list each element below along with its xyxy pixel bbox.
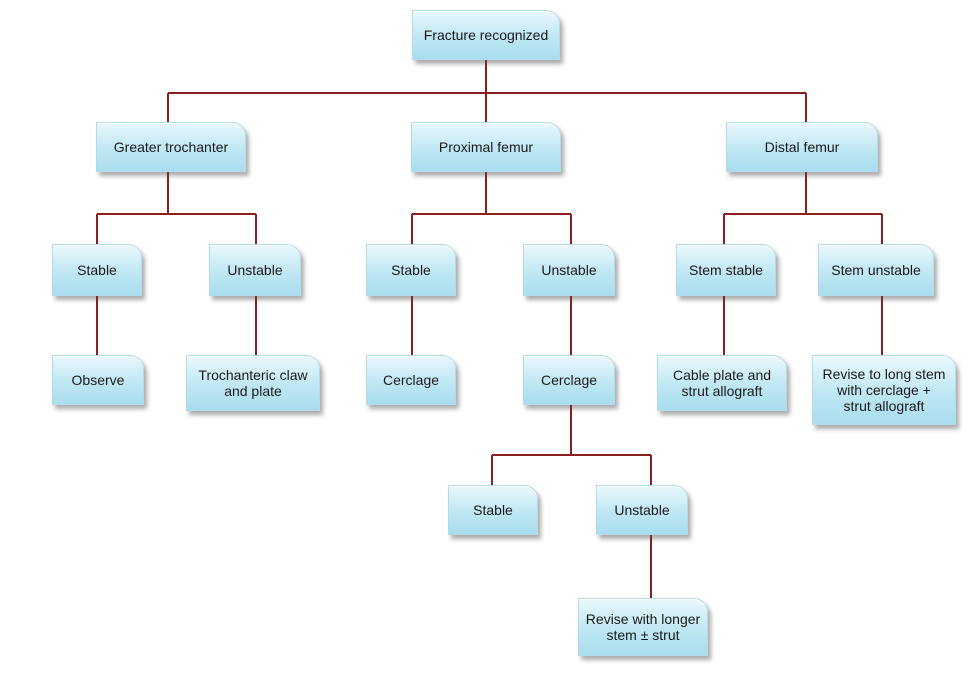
node-cable-plate: Cable plate and strut allograft [657, 355, 787, 411]
node-pf-stable: Stable [366, 244, 456, 296]
node-label: Revise with longer stem ± strut [585, 611, 701, 643]
node-label: Unstable [614, 502, 670, 518]
node-label: Distal femur [764, 139, 840, 155]
node-label: Revise to long stem with cerclage + stru… [822, 366, 946, 414]
node-cerclage-stable: Stable [448, 485, 538, 535]
node-df-stem-unstable: Stem unstable [818, 244, 934, 296]
node-revise-longer-stem: Revise with longer stem ± strut [578, 598, 708, 656]
node-label: Observe [71, 372, 125, 388]
node-cerclage-unstable: Unstable [596, 485, 688, 535]
node-label: Cable plate and strut allograft [672, 367, 772, 399]
node-label: Fracture recognized [423, 27, 549, 43]
node-label: Trochanteric claw and plate [198, 367, 308, 399]
node-df-stem-stable: Stem stable [676, 244, 776, 296]
node-label: Cerclage [382, 372, 440, 388]
node-proximal-femur: Proximal femur [411, 122, 561, 172]
node-revise-long-stem: Revise to long stem with cerclage + stru… [812, 355, 956, 425]
node-pf-unstable: Unstable [523, 244, 615, 296]
node-trochanteric-claw: Trochanteric claw and plate [186, 355, 320, 411]
node-pf-cerclage: Cerclage [366, 355, 456, 405]
node-fracture-recognized: Fracture recognized [412, 10, 560, 60]
node-label: Unstable [227, 262, 283, 278]
node-gt-unstable: Unstable [209, 244, 301, 296]
node-distal-femur: Distal femur [726, 122, 878, 172]
node-label: Unstable [541, 262, 597, 278]
node-label: Proximal femur [438, 139, 534, 155]
node-label: Stable [77, 262, 117, 278]
node-label: Stable [391, 262, 431, 278]
node-observe: Observe [52, 355, 144, 405]
node-label: Stable [473, 502, 513, 518]
node-label: Greater trochanter [113, 139, 229, 155]
node-pf-unstable-cerclage: Cerclage [523, 355, 615, 405]
node-label: Cerclage [540, 372, 598, 388]
node-label: Stem stable [689, 262, 763, 278]
node-gt-stable: Stable [52, 244, 142, 296]
node-label: Stem unstable [831, 262, 921, 278]
node-greater-trochanter: Greater trochanter [96, 122, 246, 172]
